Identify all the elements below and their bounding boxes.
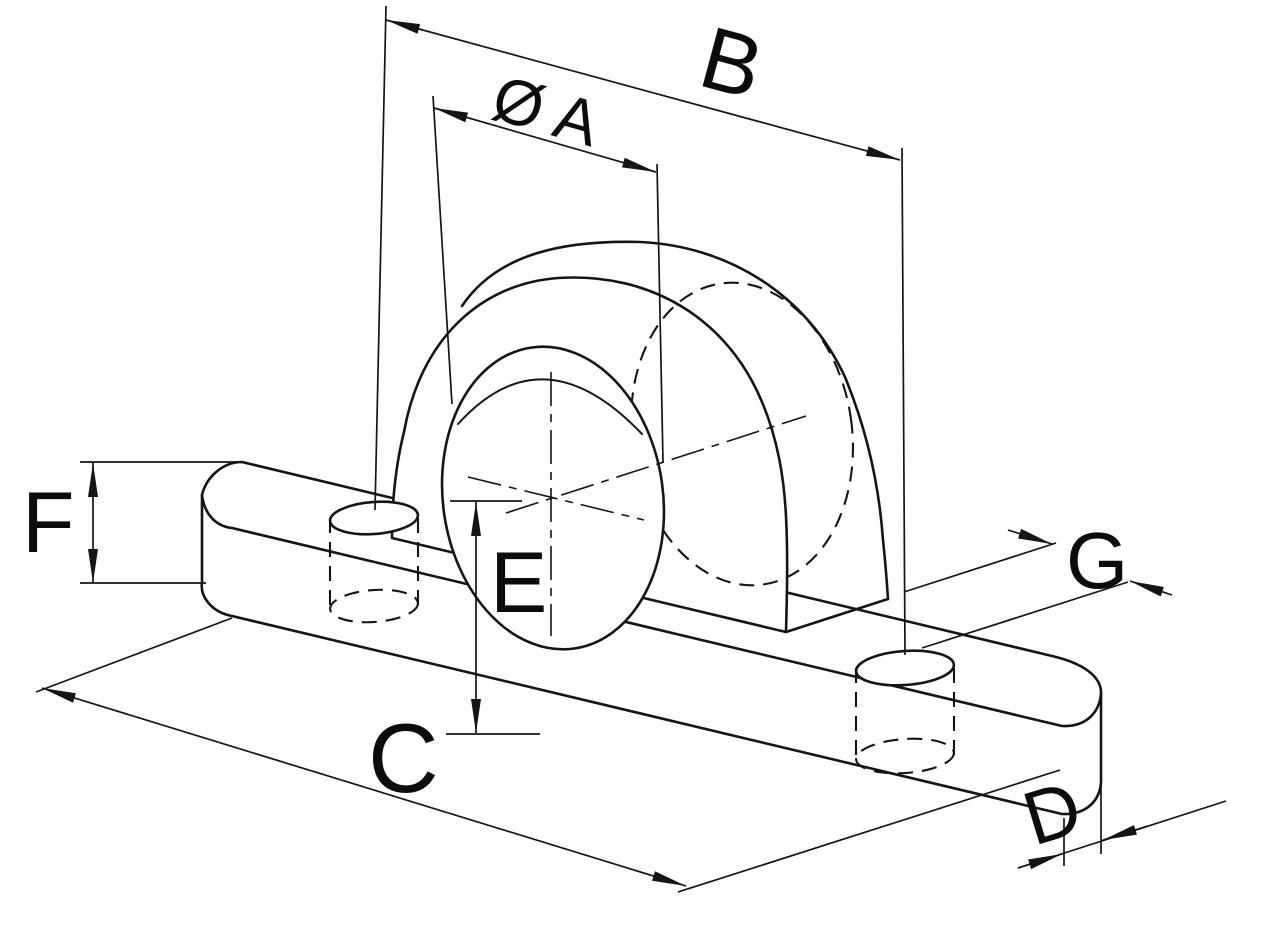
label-g: G [1066, 516, 1128, 605]
base-plate-silhouette [200, 460, 1103, 816]
dimension-b: B [374, 5, 906, 656]
bolt-holes [328, 500, 956, 775]
label-f: F [22, 475, 75, 571]
dim-b-extension-left [374, 5, 387, 511]
center-lines [467, 372, 807, 636]
label-e: E [490, 535, 547, 631]
dim-c-extension-right [677, 769, 1061, 893]
dim-d-arrow-front [1017, 853, 1063, 870]
dim-g-arrow-right [1129, 580, 1173, 597]
dimension-e: E [446, 500, 547, 735]
dim-g-extension-top [903, 542, 1057, 593]
right-hole-side-hidden [854, 668, 956, 756]
dimension-c: C [35, 617, 1061, 893]
base-plate [200, 460, 1103, 816]
base-plate-top-edge [200, 493, 1103, 728]
left-hole-side-hidden [328, 518, 420, 606]
bore-chamfer-arc [457, 378, 643, 435]
bore-horizontal-centerline [467, 476, 645, 521]
dim-g-arrow-left [1007, 528, 1053, 545]
bore-depth-centerline [505, 415, 807, 514]
dim-b-extension-right [901, 147, 906, 656]
dimension-f: F [22, 461, 238, 584]
arch-base-back-edge [784, 597, 890, 634]
dim-c-line [41, 687, 687, 887]
dimension-g: G [903, 516, 1173, 649]
dim-d-arrow-back [1102, 825, 1149, 841]
dim-c-extension-left [35, 617, 233, 693]
dim-a-line [433, 107, 657, 173]
arch-back-outer-arc [460, 240, 890, 601]
dim-g-extension-bottom [921, 581, 1129, 649]
dim-a-extension-right [656, 163, 664, 463]
dim-b-line [385, 19, 901, 161]
label-c: C [368, 703, 439, 813]
